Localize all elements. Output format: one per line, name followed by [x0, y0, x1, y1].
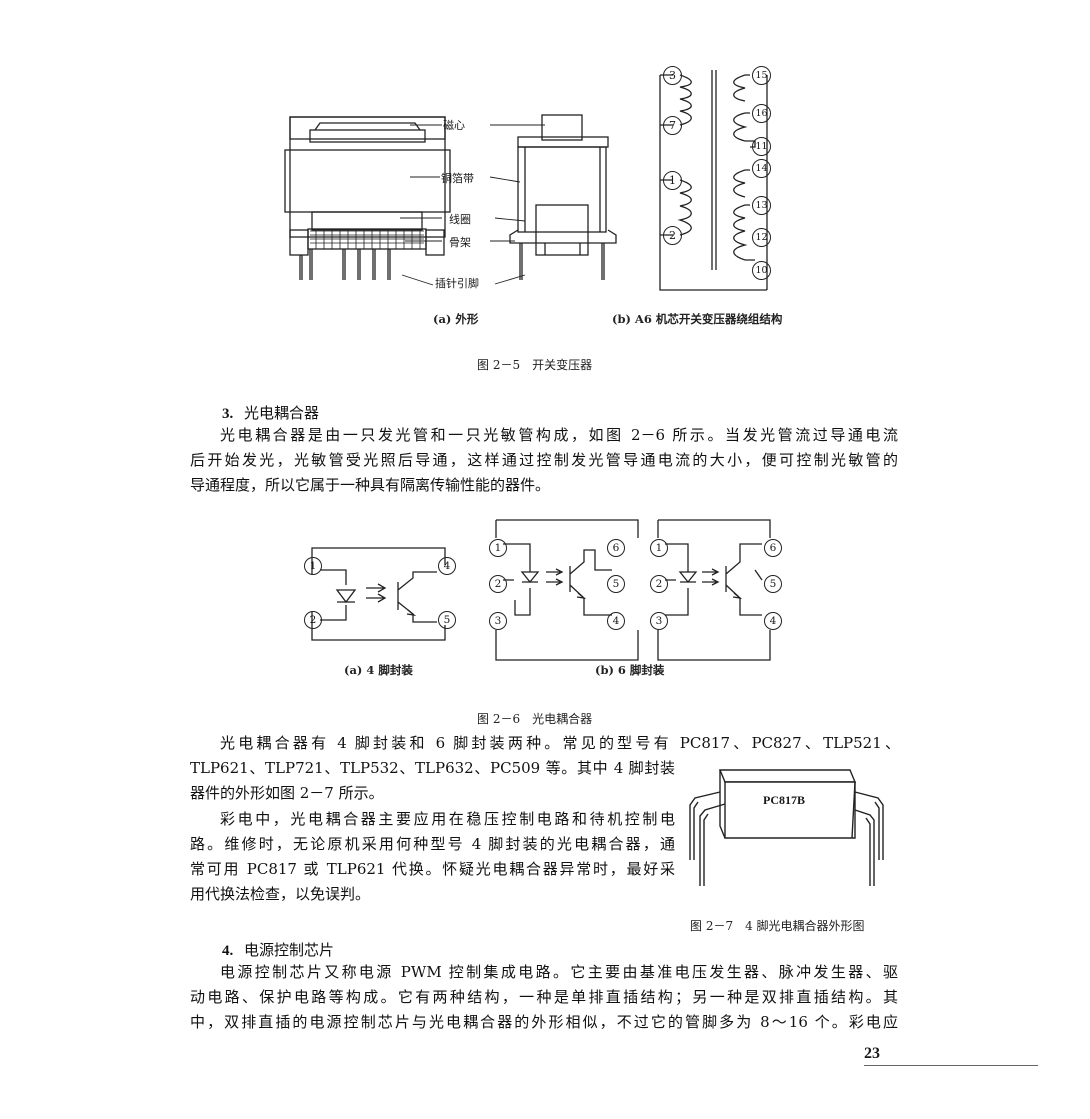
section-3-number: 3. — [222, 406, 234, 422]
pin-b2-3: 3 — [650, 612, 668, 630]
figure-2-6-sub-a: (a) 4 脚封装 — [344, 663, 413, 677]
label-pins: 插针引脚 — [435, 277, 479, 290]
pin-3: 3 — [663, 66, 682, 85]
paragraph-line: 光电耦合器是由一只发光管和一只光敏管构成，如图 2－6 所示。当发光管流过导通电… — [220, 426, 898, 444]
section-4-number: 4. — [222, 943, 234, 959]
pin-a-1: 1 — [304, 557, 322, 575]
paragraph-line: 常可用 PC817 或 TLP621 代换。怀疑光电耦合器异常时，最好采 — [190, 860, 675, 878]
paragraph-line: 后开始发光，光敏管受光照后导通，这样通过控制发光管导通电流的大小，便可控制光敏管… — [190, 451, 898, 469]
paragraph-line: 中，双排直插的电源控制芯片与光电耦合器的外形相似，不过它的管脚多为 8～16 个… — [190, 1013, 898, 1031]
paragraph-line: 路。维修时，无论原机采用何种型号 4 脚封装的光电耦合器，通 — [190, 835, 675, 853]
pin-a-4: 4 — [438, 557, 456, 575]
pin-a-2: 2 — [304, 611, 322, 629]
leader-lines — [400, 124, 545, 286]
figure-2-6-caption: 图 2－6 光电耦合器 — [477, 712, 593, 726]
page-number: 23 — [864, 1045, 880, 1062]
figure-2-5-sub-b: (b) A6 机芯开关变压器绕组结构 — [612, 312, 783, 326]
pin-b1-5: 5 — [607, 575, 625, 593]
pin-b1-3: 3 — [489, 612, 507, 630]
figure-2-5 — [284, 70, 768, 291]
paragraph-line: 彩电中，光电耦合器主要应用在稳压控制电路和待机控制电 — [220, 810, 675, 828]
pin-b2-1: 1 — [650, 539, 668, 557]
pin-b1-2: 2 — [489, 575, 507, 593]
pin-13: 13 — [752, 196, 771, 215]
section-4-paragraph: 电源控制芯片又称电源 PWM 控制集成电路。它主要由基准电压发生器、脉冲发生器、… — [190, 960, 898, 1035]
paragraph-line: 用代换法检查，以免误判。 — [190, 885, 371, 903]
pin-7: 7 — [663, 116, 682, 135]
label-copper-strip: 铜箔带 — [441, 172, 474, 185]
pin-1: 1 — [663, 171, 682, 190]
label-coil: 线圈 — [449, 213, 471, 226]
pin-b1-1: 1 — [489, 539, 507, 557]
pin-b2-4: 4 — [764, 612, 782, 630]
section-3-heading: 3. 光电耦合器 — [222, 402, 319, 423]
pin-b2-5: 5 — [764, 575, 782, 593]
page-footer-rule — [864, 1065, 1038, 1066]
section-4-heading: 4. 电源控制芯片 — [222, 939, 334, 960]
transformer-side-view — [509, 114, 617, 280]
figure-2-5-sub-a: (a) 外形 — [433, 312, 479, 326]
paragraph-line: 器件的外形如图 2－7 所示。 — [190, 784, 384, 802]
label-bobbin: 骨架 — [449, 236, 471, 249]
label-core: 磁心 — [443, 119, 465, 132]
pin-12: 12 — [752, 228, 771, 247]
paragraph-line: 导通程度，所以它属于一种具有隔离传输性能的器件。 — [190, 476, 551, 494]
section-3-title: 光电耦合器 — [244, 404, 320, 422]
paragraph-3: 彩电中，光电耦合器主要应用在稳压控制电路和待机控制电 路。维修时，无论原机采用何… — [190, 807, 675, 907]
paragraph-2-rest: TLP621、TLP721、TLP532、TLP632、PC509 等。其中 4… — [190, 756, 675, 806]
pin-b1-6: 6 — [607, 539, 625, 557]
figure-2-6-sub-b: (b) 6 脚封装 — [595, 663, 665, 677]
pin-a-5: 5 — [438, 611, 456, 629]
optocoupler-4pin-diagram — [311, 547, 446, 641]
paragraph-line: TLP621、TLP721、TLP532、TLP632、PC509 等。其中 4… — [190, 759, 675, 777]
pin-15: 15 — [752, 66, 771, 85]
pin-b2-2: 2 — [650, 575, 668, 593]
pin-14: 14 — [752, 159, 771, 178]
optocoupler-6pin-diagram-2 — [657, 519, 771, 661]
chip-label: PC817B — [763, 793, 805, 807]
section-4-title: 电源控制芯片 — [244, 941, 335, 959]
pin-2: 2 — [663, 226, 682, 245]
section-3-paragraph: 光电耦合器是由一只发光管和一只光敏管构成，如图 2－6 所示。当发光管流过导通电… — [190, 423, 898, 498]
pin-b1-4: 4 — [607, 612, 625, 630]
paragraph-2-first-line: 光电耦合器有 4 脚封装和 6 脚封装两种。常见的型号有 PC817、PC827… — [190, 731, 900, 756]
pin-10: 10 — [752, 261, 771, 280]
paragraph-line: 电源控制芯片又称电源 PWM 控制集成电路。它主要由基准电压发生器、脉冲发生器、… — [220, 963, 898, 981]
figure-2-5-caption: 图 2－5 开关变压器 — [477, 358, 593, 372]
paragraph-line: 动电路、保护电路等构成。它有两种结构，一种是单排直插结构；另一种是双排直插结构。… — [190, 988, 898, 1006]
transformer-front-view — [284, 116, 451, 280]
pin-b2-6: 6 — [764, 539, 782, 557]
pin-11: 11 — [752, 137, 771, 156]
paragraph-line: 光电耦合器有 4 脚封装和 6 脚封装两种。常见的型号有 PC817、PC827… — [220, 734, 900, 752]
figure-2-7-caption: 图 2－7 4 脚光电耦合器外形图 — [690, 919, 865, 933]
figure-2-7-package — [689, 769, 884, 886]
pin-16: 16 — [752, 104, 771, 123]
